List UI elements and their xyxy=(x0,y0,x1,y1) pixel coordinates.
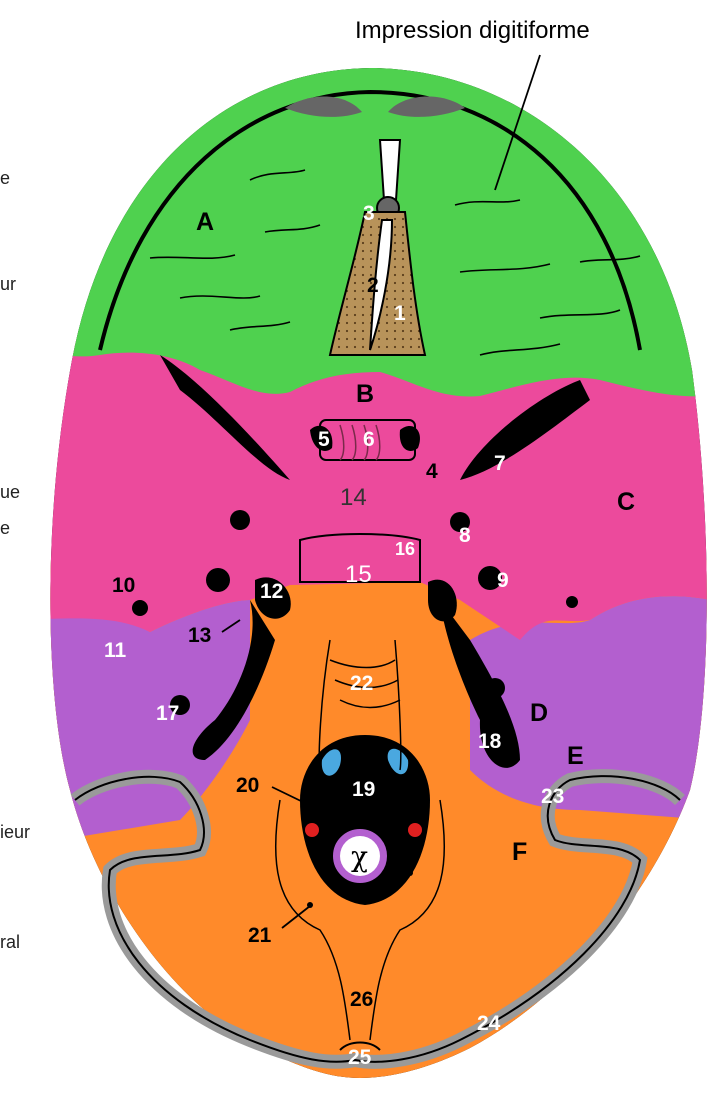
label-26: 26 xyxy=(350,988,373,1011)
label-8: 8 xyxy=(459,524,471,547)
label-3: 3 xyxy=(363,202,375,225)
edge-label-6: ral xyxy=(0,932,20,952)
title-annotation: Impression digitiforme xyxy=(355,17,590,44)
label-14: 14 xyxy=(340,484,367,511)
crista-galli xyxy=(380,140,400,200)
label-6: 6 xyxy=(363,428,375,451)
foramen-ovale-left xyxy=(206,568,230,592)
label-20: 20 xyxy=(236,774,259,797)
region-label-e: E xyxy=(567,742,584,770)
foramen-rotundum-left xyxy=(230,510,250,530)
label-9: 9 xyxy=(497,569,509,592)
region-label-f: F xyxy=(512,838,527,866)
edge-label-3: ue xyxy=(0,482,20,502)
label-12: 12 xyxy=(260,580,283,603)
label-17: 17 xyxy=(156,702,179,725)
label-22: 22 xyxy=(350,672,373,695)
label-2: 2 xyxy=(367,274,379,297)
label-7: 7 xyxy=(494,452,506,475)
foramen-spinosum-right xyxy=(566,596,578,608)
label-15: 15 xyxy=(345,561,372,588)
edge-label-2: ur xyxy=(0,274,16,294)
edge-label-5: ieur xyxy=(0,822,30,842)
label-19: 19 xyxy=(352,778,375,801)
region-label-d: D xyxy=(530,699,548,727)
label-10: 10 xyxy=(112,574,135,597)
label-5: 5 xyxy=(318,428,330,451)
region-label-a: A xyxy=(196,208,214,236)
hypoglossal-left xyxy=(305,823,319,837)
spinal-symbol: χ xyxy=(351,840,368,873)
label-21: 21 xyxy=(248,924,272,947)
label-13: 13 xyxy=(188,624,211,647)
foramen-spinosum-left xyxy=(132,600,148,616)
label-23: 23 xyxy=(541,785,564,808)
internal-acoustic-right xyxy=(485,678,505,698)
label-18: 18 xyxy=(478,730,502,753)
label-25: 25 xyxy=(348,1046,372,1069)
label-1: 1 xyxy=(394,302,406,325)
label-16: 16 xyxy=(395,539,415,559)
condylar-right xyxy=(407,870,413,876)
label-4: 4 xyxy=(426,460,438,483)
label-11: 11 xyxy=(104,639,127,662)
label-24: 24 xyxy=(477,1012,501,1035)
edge-label-4: e xyxy=(0,518,10,538)
hypoglossal-right xyxy=(408,823,422,837)
region-label-c: C xyxy=(617,488,635,516)
region-label-b: B xyxy=(356,380,374,408)
edge-label-1: e xyxy=(0,168,10,188)
